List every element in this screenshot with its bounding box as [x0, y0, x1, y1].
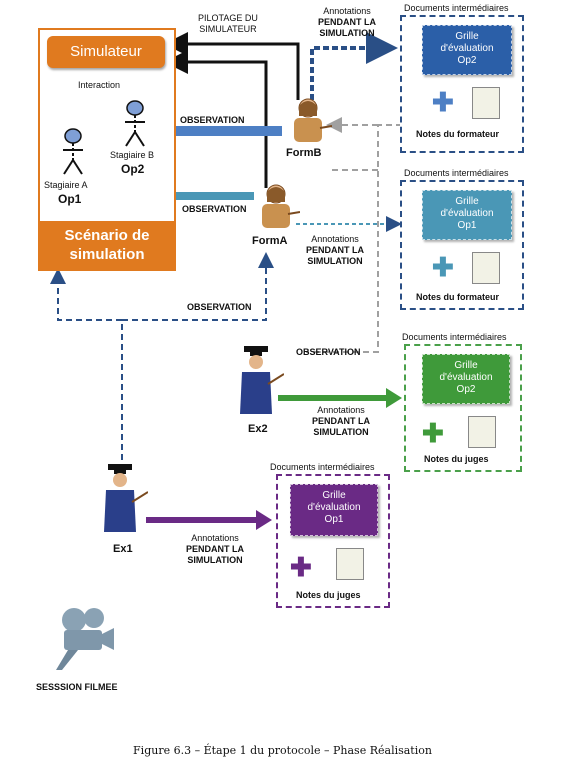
annotations-word: Annotations — [323, 6, 371, 16]
grille-op: Op2 — [456, 384, 476, 395]
docs-box-1: Grille d'évaluation Op2 ✚ Notes du forma… — [400, 15, 524, 153]
annotations-word: Annotations — [311, 234, 359, 244]
plus-icon: ✚ — [422, 418, 444, 448]
pendant-la-word: PENDANT LA — [318, 17, 376, 27]
ex2-judge-icon — [240, 346, 284, 414]
evaluation-word: d'évaluation — [440, 43, 494, 54]
formb-trainer-icon — [294, 98, 332, 142]
forma-trainer-icon — [262, 184, 300, 228]
docs-title-3: Documents intermédiaires — [402, 332, 507, 342]
camera-icon — [56, 608, 114, 670]
pilotage-line1: PILOTAGE DU — [198, 13, 258, 23]
grille-card-4: Grille d'évaluation Op1 — [290, 484, 378, 536]
grille-word: Grille — [454, 360, 478, 371]
pilotage-line2: SIMULATEUR — [199, 24, 257, 34]
simulateur-box: Simulateur — [47, 36, 165, 68]
pilotage-line-forma — [164, 50, 268, 188]
docs-box-4: Grille d'évaluation Op1 ✚ Notes du juges — [276, 474, 390, 608]
plus-icon: ✚ — [432, 252, 454, 282]
annotations-label-forma: Annotations PENDANT LA SIMULATION — [306, 234, 364, 267]
ex1-judge-icon — [104, 464, 148, 532]
evaluation-word: d'évaluation — [440, 208, 494, 219]
docs-box-3: Grille d'évaluation Op2 ✚ Notes du juges — [404, 344, 522, 472]
grille-op: Op1 — [457, 220, 477, 231]
stagiaire-a-figure — [63, 128, 83, 175]
notepad-icon — [468, 416, 496, 448]
op1-label: Op1 — [58, 192, 82, 206]
scenario-line1: Scénario de — [64, 227, 150, 244]
annotations-word: Annotations — [317, 405, 365, 415]
annotations-arrowhead-ex1 — [256, 510, 272, 530]
scenario-line2: simulation — [69, 246, 145, 263]
grille-card-1: Grille d'évaluation Op2 — [422, 25, 512, 75]
annotations-arrow-formb — [310, 32, 398, 100]
observation-label-ex1: OBSERVATION — [187, 302, 252, 312]
annotations-arrowhead-ex2 — [386, 388, 402, 408]
notes-label-1: Notes du formateur — [416, 129, 500, 139]
evaluation-word: d'évaluation — [439, 372, 493, 383]
notepad-icon — [336, 548, 364, 580]
figure-caption: Figure 6.3 – Étape 1 du protocole – Phas… — [133, 744, 432, 757]
forma-label: FormA — [252, 235, 288, 247]
simulation-word: SIMULATION — [187, 555, 243, 565]
docs-box-2: Grille d'évaluation Op1 ✚ Notes du forma… — [400, 180, 524, 310]
grille-word: Grille — [455, 196, 479, 207]
observation-line-grey-top — [306, 124, 402, 353]
grille-card-2: Grille d'évaluation Op1 — [422, 190, 512, 240]
observation-label-formb: OBSERVATION — [180, 115, 245, 125]
observation-line-forma — [122, 252, 274, 321]
session-filmee-label: SESSSION FILMEE — [36, 682, 118, 692]
notepad-icon — [472, 87, 500, 119]
grille-word: Grille — [322, 490, 346, 501]
plus-icon: ✚ — [290, 552, 312, 582]
stagiaire-b-figure — [125, 100, 145, 147]
pilotage-line-formb — [164, 32, 300, 100]
notes-label-2: Notes du formateur — [416, 292, 500, 302]
notes-label-3: Notes du juges — [424, 454, 489, 464]
simulation-word: SIMULATION — [319, 28, 375, 38]
formb-label: FormB — [286, 147, 322, 159]
grille-card-3: Grille d'évaluation Op2 — [422, 354, 510, 404]
annotations-label-formb: Annotations PENDANT LA SIMULATION — [318, 6, 376, 39]
simulation-word: SIMULATION — [307, 256, 363, 266]
pendant-la-word: PENDANT LA — [312, 416, 370, 426]
grille-word: Grille — [455, 31, 479, 42]
docs-title-1: Documents intermédiaires — [404, 3, 509, 13]
observation-label-ex2: OBSERVATION — [296, 347, 361, 357]
annotations-label-ex2: Annotations PENDANT LA SIMULATION — [312, 405, 370, 438]
observation-label-forma: OBSERVATION — [182, 204, 247, 214]
notepad-icon — [472, 252, 500, 284]
scenario-box: Scénario de simulation — [38, 221, 176, 271]
docs-title-2: Documents intermédiaires — [404, 168, 509, 178]
annotations-label-ex1: Annotations PENDANT LA SIMULATION — [186, 533, 244, 566]
pendant-la-word: PENDANT LA — [306, 245, 364, 255]
ex1-label: Ex1 — [113, 543, 133, 555]
stagiaire-a-label: Stagiaire A — [44, 180, 88, 190]
docs-title-4: Documents intermédiaires — [270, 462, 375, 472]
observation-line-ex1 — [50, 268, 123, 460]
annotations-word: Annotations — [191, 533, 239, 543]
notes-label-4: Notes du juges — [296, 590, 361, 600]
evaluation-word: d'évaluation — [307, 502, 361, 513]
pendant-la-word: PENDANT LA — [186, 544, 244, 554]
ex2-label: Ex2 — [248, 423, 268, 435]
simulation-word: SIMULATION — [313, 427, 369, 437]
pilotage-label: PILOTAGE DU SIMULATEUR — [198, 13, 258, 35]
plus-icon: ✚ — [432, 87, 454, 117]
op2-label: Op2 — [121, 162, 145, 176]
grille-op: Op2 — [457, 55, 477, 66]
grille-op: Op1 — [324, 514, 344, 525]
interaction-label: Interaction — [78, 80, 121, 90]
stagiaire-b-label: Stagiaire B — [110, 150, 155, 160]
